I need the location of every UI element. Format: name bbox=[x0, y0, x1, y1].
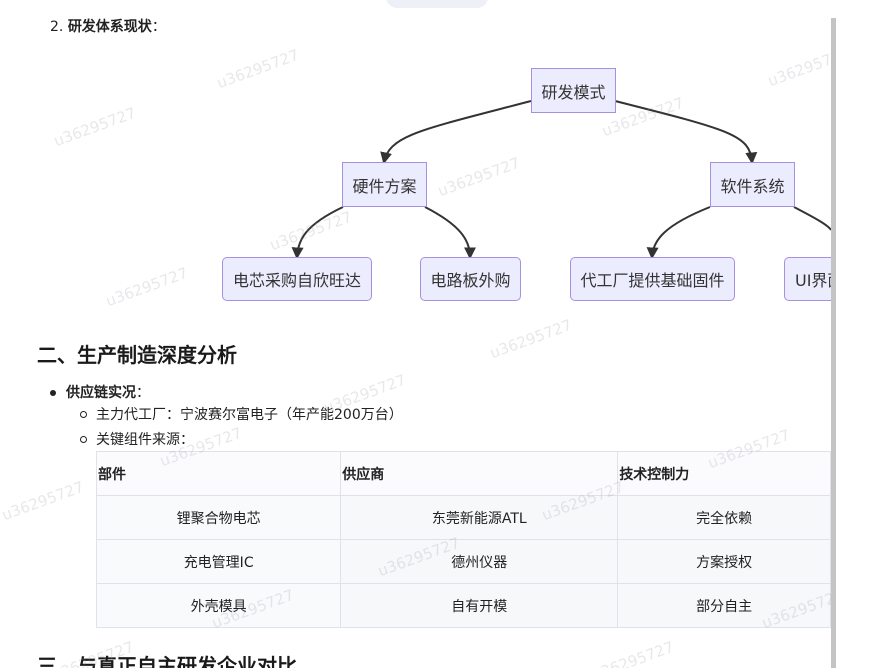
sub-bullet-oem-factory: 主力代工厂：宁波赛尔富电子（年产能200万台） bbox=[80, 407, 403, 423]
bullet-supply-chain: 供应链实况： bbox=[50, 383, 150, 403]
top-tab-pill bbox=[386, 0, 488, 8]
node-ui: UI界面 bbox=[784, 257, 831, 301]
edge-software-leaf3 bbox=[646, 206, 711, 260]
cell-supplier: 东莞新能源ATL bbox=[340, 495, 619, 540]
components-table: 部件 供应商 技术控制力 锂聚合物电芯 东莞新能源ATL 完全依赖 充电管理IC… bbox=[95, 451, 831, 628]
edge-software-leaf4 bbox=[793, 206, 831, 231]
cell-part: 充电管理IC bbox=[95, 539, 342, 584]
section-heading-comparison: 三、与真正自主研发企业对比 bbox=[37, 654, 297, 668]
vertical-scrollbar[interactable] bbox=[831, 18, 836, 668]
list-item-colon: ： bbox=[151, 19, 166, 35]
header-part: 部件 bbox=[95, 451, 342, 496]
header-tech-control: 技术控制力 bbox=[617, 451, 831, 496]
list-item-rnd-system: 2. 研发体系现状： bbox=[50, 17, 166, 37]
watermark: u36295727 bbox=[589, 637, 677, 668]
cell-tech-control: 完全依赖 bbox=[617, 495, 831, 540]
header-supplier: 供应商 bbox=[340, 451, 619, 496]
cell-supplier: 自有开模 bbox=[340, 583, 619, 628]
cell-tech-control: 方案授权 bbox=[617, 539, 831, 584]
cell-part: 外壳模具 bbox=[95, 583, 342, 628]
cell-supplier: 德州仪器 bbox=[340, 539, 619, 584]
flowchart-edges bbox=[291, 100, 831, 260]
node-hardware: 硬件方案 bbox=[342, 162, 427, 207]
list-item-title: 研发体系现状 bbox=[67, 19, 152, 35]
bullet-colon: ： bbox=[136, 385, 150, 401]
document-content: 2. 研发体系现状： 研发模式 硬件方案 bbox=[0, 0, 831, 668]
cell-part: 锂聚合物电芯 bbox=[95, 495, 342, 540]
watermark: u36295727 bbox=[487, 315, 575, 363]
table-row: 锂聚合物电芯 东莞新能源ATL 完全依赖 bbox=[95, 495, 831, 540]
list-number: 2. bbox=[50, 19, 64, 35]
edge-hardware-leaf2 bbox=[424, 206, 476, 260]
edge-root-software bbox=[614, 100, 758, 165]
watermark: u36295727 bbox=[0, 477, 87, 525]
edge-hardware-leaf1 bbox=[291, 206, 344, 260]
node-cell-sourcing: 电芯采购自欣旺达 bbox=[222, 257, 372, 301]
table-row: 充电管理IC 德州仪器 方案授权 bbox=[95, 539, 831, 584]
node-rnd-mode: 研发模式 bbox=[531, 68, 616, 113]
node-pcb-outsourced: 电路板外购 bbox=[420, 257, 521, 301]
rnd-flowchart: 研发模式 硬件方案 软件系统 电芯采购自欣旺达 电路板外购 代工厂提供基础固件 … bbox=[0, 0, 831, 320]
sub-bullet-key-components: 关键组件来源： bbox=[80, 432, 194, 448]
cell-tech-control: 部分自主 bbox=[617, 583, 831, 628]
section-heading-manufacturing: 二、生产制造深度分析 bbox=[37, 343, 237, 367]
node-software: 软件系统 bbox=[710, 162, 795, 207]
bullet-label: 供应链实况 bbox=[66, 385, 136, 401]
table-header-row: 部件 供应商 技术控制力 bbox=[95, 451, 831, 496]
node-oem-firmware: 代工厂提供基础固件 bbox=[570, 257, 735, 301]
edge-root-hardware bbox=[380, 100, 532, 165]
table-row: 外壳模具 自有开模 部分自主 bbox=[95, 583, 831, 628]
